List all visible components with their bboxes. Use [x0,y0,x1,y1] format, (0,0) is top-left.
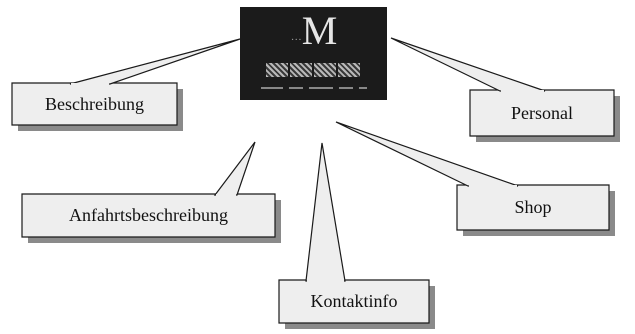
label-kontaktinfo: Kontaktinfo [310,291,398,311]
thumbnail-tile [338,63,360,77]
label-personal: Personal [511,102,573,123]
thumbnail-tile [314,63,336,77]
thumbnail-menu-item [338,87,353,89]
label-beschreibung: Beschreibung [45,93,144,114]
thumbnail-image-strip [266,63,360,77]
thumbnail-menu-item [308,87,333,89]
callout-kontakt-shape [278,142,435,329]
logo-letter: M [301,8,338,53]
thumbnail-menu-item [260,87,283,89]
thumbnail-menu-item [358,87,367,89]
thumbnail-menu-item [288,87,303,89]
logo: …M [240,9,387,59]
callout-shop-shape [335,121,615,236]
thumbnail-menu [248,87,379,90]
label-anfahrtsbeschreibung: Anfahrtsbeschreibung [69,205,228,225]
label-shop: Shop [514,197,552,217]
callout-personal-shape [390,37,620,142]
website-thumbnail: …M [240,7,387,100]
thumbnail-tile [266,63,288,77]
logo-prefix: … [290,31,302,43]
thumbnail-tile [290,63,312,77]
callout-beschreibung-shape [11,38,241,131]
callout-anfahrt-shape [21,141,281,243]
